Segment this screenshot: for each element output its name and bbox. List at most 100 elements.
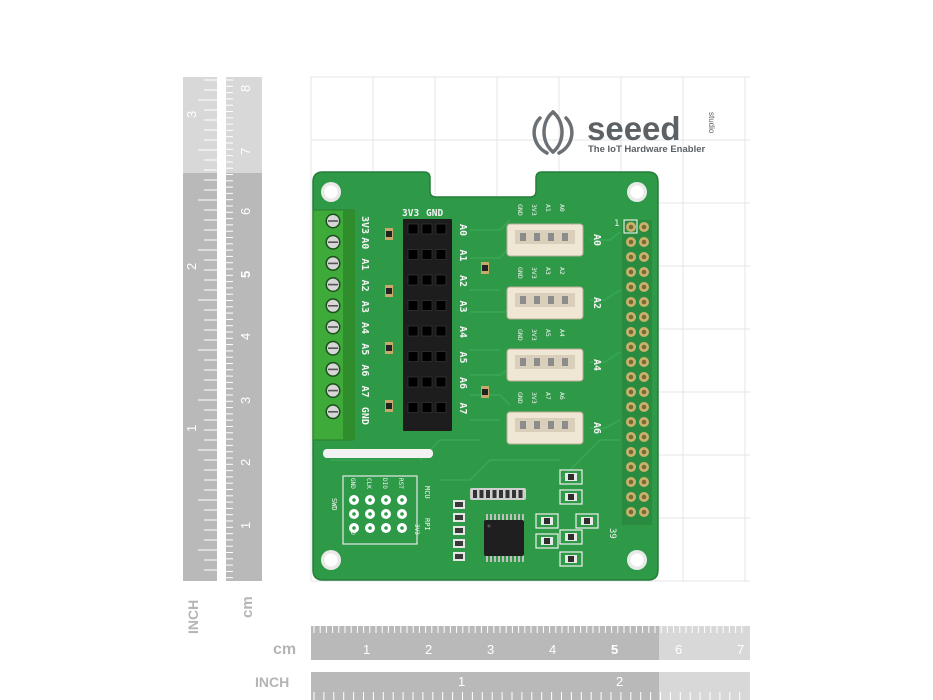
bottom-cm-number: 7 [737,642,744,657]
swd-pad [397,495,407,505]
chip-pin [494,514,496,521]
swd-pad [349,495,359,505]
gpio-pin [639,357,649,367]
grove-label: A0 [591,234,602,246]
header-socket [407,223,419,235]
chip-pin [502,555,504,562]
left-cm-number: 8 [238,85,253,92]
smd-component [535,533,559,549]
gpio-pin [626,252,636,262]
bottom-cm-number: 2 [425,642,432,657]
gpio-pin [639,327,649,337]
grove-pin-label: A2 [558,267,566,275]
swd-pad [381,523,391,533]
gpio-pin [626,417,636,427]
gpio-pin [639,507,649,517]
swd-pin-label: GND [349,478,356,489]
terminal-screw [325,404,341,420]
header-gnd-label: GND [426,208,443,219]
gpio-pin [626,267,636,277]
header-socket [421,351,433,362]
terminal-screw [325,213,341,229]
left-cm-caption: cm [239,596,256,618]
resistor-element [512,490,516,498]
terminal-label: GND [359,407,370,425]
left-cm-number: 7 [238,148,253,155]
terminal-screw [325,361,341,377]
gpio-pin [626,372,636,382]
grove-pin-label: A3 [544,267,552,275]
gpio-pin [639,492,649,502]
swd-pad [365,495,375,505]
smd-component [535,513,559,529]
terminal-screw [325,234,341,250]
pin1-marker [623,219,638,234]
gpio-pin [626,342,636,352]
gpio-pin [639,402,649,412]
gpio-pin [639,342,649,352]
grove-pin-label: A1 [544,204,552,212]
gpio-pin39-label: 39 [607,528,617,539]
left-inch-ruler: 3 2 1 [183,77,217,581]
gpio-pin [639,462,649,472]
smd-component [575,513,599,529]
left-cm-number: 6 [238,208,253,215]
grove-pin-label: GND [516,204,524,216]
gpio-pin [626,447,636,457]
gpio-pin [639,372,649,382]
header-socket [421,300,433,311]
header-socket [407,402,419,413]
chip-pin [522,555,524,562]
gpio-pin [626,492,636,502]
chip-pin [498,555,500,562]
grove-pin-label: GND [516,329,524,341]
gpio-pin [639,282,649,292]
header-pin-label: A1 [457,250,468,262]
header-pin-label: A3 [457,301,468,313]
header-socket [435,402,447,413]
mounting-hole [321,182,341,202]
mounting-hole [321,550,341,570]
bottom-cm-caption: cm [273,641,296,658]
grove-pin-label: 3V3 [530,267,538,279]
gpio-pin [626,297,636,307]
gpio-pin [626,402,636,412]
smd-resistor [385,228,393,240]
grove-pin-label: 3V3 [530,204,538,216]
gpio-pin [626,327,636,337]
header-pin-label: A4 [457,326,468,338]
swd-pad [397,523,407,533]
bottom-cm-number: 1 [363,642,370,657]
seeed-leaf-icon [532,110,574,155]
swd-pin-label: RST [397,478,404,489]
header-socket [407,351,419,362]
mounting-hole [627,550,647,570]
header-pin-label: A2 [457,275,468,287]
gpio-pin [639,222,649,232]
chip-pin [486,514,488,521]
brand-sub: studio [707,112,716,134]
smd-capacitor [453,513,465,522]
chip-pin [522,514,524,521]
left-cm-number: 4 [238,333,253,340]
terminal-label: A7 [359,386,370,398]
resistor-element [492,490,497,498]
bottom-inch-number: 2 [616,674,623,689]
gpio-pin [626,507,636,517]
swd-pad [365,523,375,533]
grove-label: A6 [591,422,602,434]
header-socket [435,351,447,362]
female-header [403,219,452,431]
header-3v3-label: 3V3 [402,208,419,219]
mcu-label: MCU [423,486,431,499]
gpio-pin [639,387,649,397]
left-inch-number: 3 [184,111,199,118]
terminal-screw [325,255,341,271]
terminal-label: 3V3 [359,216,370,234]
resistor-element [479,490,484,498]
left-cm-number: 5 [238,271,253,278]
gpio-pin [639,417,649,427]
swd-pad [381,509,391,519]
chip-pin [514,555,516,562]
gpio-pin [626,432,636,442]
